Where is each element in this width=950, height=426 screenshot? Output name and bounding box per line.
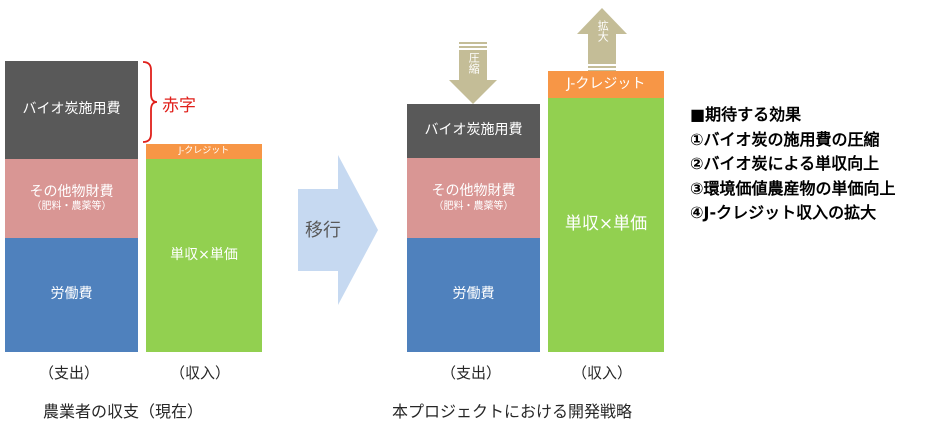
- current-labor-cost-block: 労働費: [5, 238, 138, 352]
- current-jcredit-block: J-クレジット: [146, 144, 262, 159]
- expand-label: 拡大: [596, 20, 610, 42]
- strategy-labor-cost-block: 労働費: [407, 238, 540, 352]
- transition-label: 移行: [305, 220, 341, 241]
- strategy-income-axis-label: （収入）: [572, 364, 633, 382]
- current-expense-axis-label: （支出）: [39, 364, 100, 382]
- current-biochar-cost-label: バイオ炭施用費: [22, 101, 121, 118]
- strategy-yield-price-block: 単収×単価: [548, 98, 664, 352]
- strategy-caption: 本プロジェクトにおける開発戦略: [392, 402, 633, 421]
- expected-effect-item: ②バイオ炭による単収向上: [690, 154, 880, 173]
- strategy-biochar-cost-label: バイオ炭施用費: [424, 122, 523, 139]
- current-income-axis-label: （収入）: [170, 364, 231, 382]
- current-labor-cost-label: 労働費: [50, 286, 93, 303]
- strategy-biochar-cost-block: バイオ炭施用費: [407, 104, 540, 158]
- strategy-other-cost-sublabel: （肥料・農薬等）: [433, 200, 514, 212]
- current-biochar-cost-block: バイオ炭施用費: [5, 61, 138, 159]
- strategy-other-cost-label: その他物財費: [431, 183, 516, 199]
- current-other-cost-label: その他物財費: [29, 183, 114, 200]
- strategy-expense-axis-label: （支出）: [441, 364, 502, 382]
- transition-arrow-icon: [298, 155, 378, 305]
- current-other-cost-block: その他物財費 （肥料・農薬等）: [5, 159, 138, 238]
- compress-arrow-icon: [449, 42, 497, 104]
- current-other-cost-sublabel: （肥料・農薬等）: [31, 201, 112, 212]
- expected-effect-item: ①バイオ炭の施用費の圧縮: [690, 129, 880, 149]
- strategy-yield-price-label: 単収×単価: [564, 214, 648, 235]
- current-caption: 農業者の収支（現在）: [43, 402, 204, 421]
- strategy-labor-cost-label: 労働費: [452, 286, 495, 303]
- expected-effects-title: ■期待する効果: [690, 105, 802, 124]
- strategy-other-cost-block: その他物財費 （肥料・農薬等）: [407, 158, 540, 238]
- expand-arrow-icon: [577, 8, 627, 72]
- expected-effect-item: ④J-クレジット収入の拡大: [690, 203, 877, 222]
- deficit-bracket: [142, 61, 158, 143]
- compress-label: 圧縮: [467, 52, 481, 74]
- current-jcredit-label: J-クレジット: [178, 145, 230, 156]
- deficit-label: 赤字: [162, 96, 196, 116]
- current-yield-price-label: 単収×単価: [170, 246, 238, 263]
- current-yield-price-block: 単収×単価: [146, 159, 262, 352]
- strategy-jcredit-label: J-クレジット: [566, 75, 646, 92]
- expected-effects-list: ■期待する効果 ①バイオ炭の施用費の圧縮 ②バイオ炭による単収向上 ③環境価値農…: [690, 103, 896, 226]
- strategy-jcredit-block: J-クレジット: [548, 71, 664, 98]
- expected-effect-item: ③環境価値農産物の単価向上: [690, 178, 896, 198]
